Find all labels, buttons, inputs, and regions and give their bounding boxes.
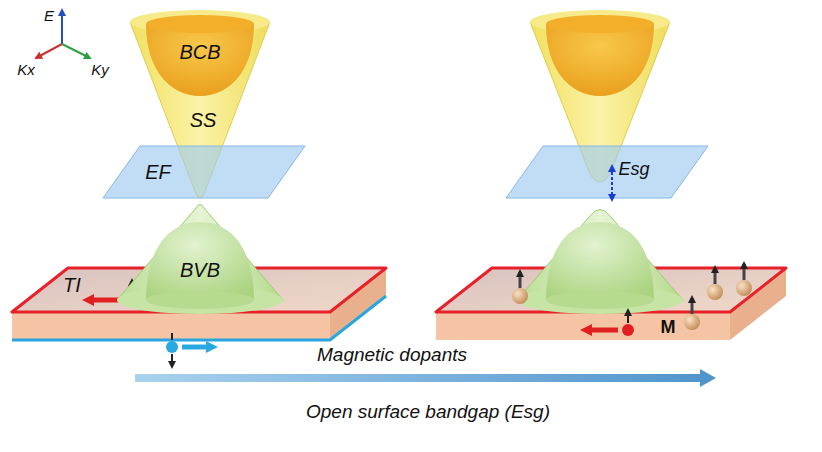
fermi-plane	[506, 146, 708, 198]
axis-label: Ky	[91, 62, 109, 79]
gap-label: Esg	[618, 160, 649, 180]
dirac-cone-gapped	[506, 10, 708, 314]
moment-arrow	[691, 298, 694, 314]
bvb-base	[146, 291, 254, 309]
moment-arrow	[519, 272, 522, 288]
bcb-bowl	[146, 24, 254, 96]
dopant-label: M	[661, 318, 676, 338]
lower-cone	[117, 205, 283, 301]
dopant-atom	[736, 280, 752, 296]
band-label: SS	[190, 109, 217, 131]
dopant-atom	[512, 288, 528, 304]
moment-arrow	[743, 264, 746, 280]
ky-axis	[62, 44, 90, 58]
axis-label: Kx	[17, 62, 35, 79]
material-label: TI	[63, 274, 81, 296]
energy-axis	[61, 10, 63, 44]
bottom-current-arrow	[182, 345, 212, 350]
bvb-base	[546, 291, 654, 309]
process-label: Open surface bandgap (Esg)	[306, 402, 550, 423]
bvb-dome	[546, 222, 654, 300]
edge-current-arrow	[586, 328, 618, 333]
spin-stem	[171, 333, 173, 340]
process-arrow	[135, 369, 716, 387]
lower-cone	[517, 210, 683, 301]
moment-arrow	[714, 268, 717, 284]
axis-label: E	[44, 8, 54, 25]
dirac-cone-gapless	[103, 10, 305, 314]
bcb-bowl	[546, 24, 654, 96]
energy-label: EF	[145, 161, 171, 183]
slab-front	[436, 312, 730, 340]
gap-arrow	[611, 167, 613, 199]
band-label: BCB	[179, 41, 220, 63]
spin-down-arrow	[171, 354, 173, 366]
dopant-atom	[707, 284, 723, 300]
bcb-top	[146, 15, 254, 33]
spin-up-arrow	[627, 311, 629, 323]
bvb-dome	[146, 222, 254, 300]
dopant-atom	[684, 314, 700, 330]
magnetic-dopants	[512, 264, 752, 336]
edge-electron	[622, 324, 634, 336]
slab-front	[12, 312, 330, 340]
fermi-plane	[103, 146, 305, 198]
process-label: Magnetic dopants	[317, 345, 467, 366]
band-label: BVB	[180, 259, 220, 281]
bcb-top	[546, 15, 654, 33]
kx-axis	[36, 44, 62, 58]
bottom-electron	[166, 341, 178, 353]
